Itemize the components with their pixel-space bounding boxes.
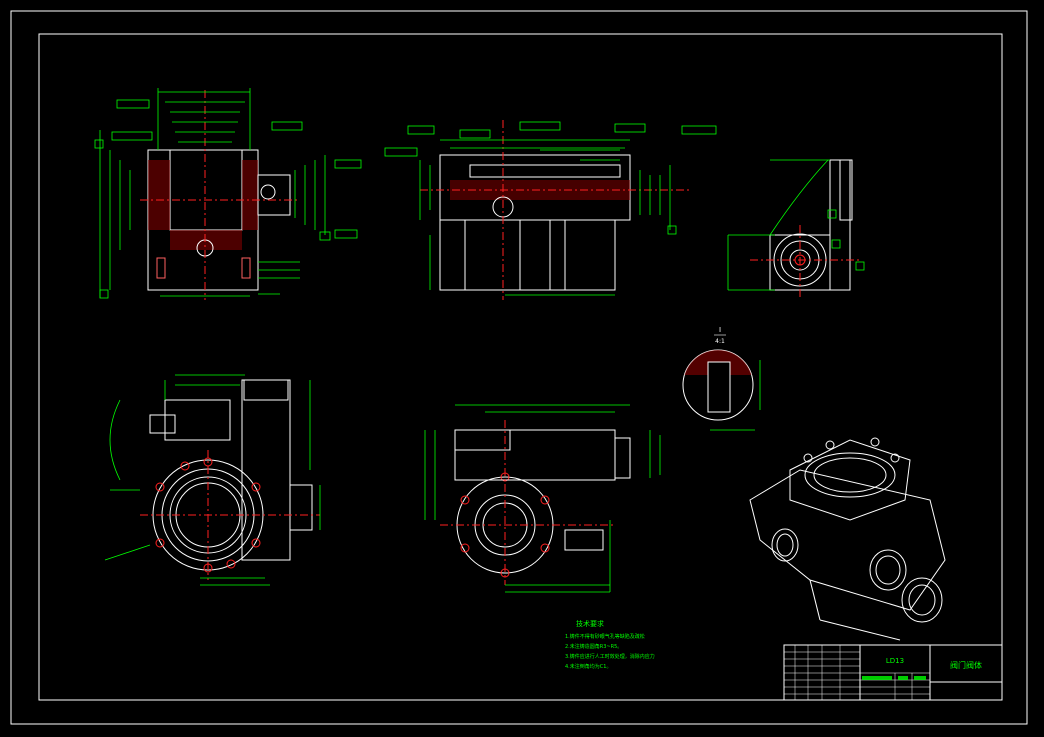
part-name: 阀门阀体 (950, 660, 982, 670)
notes-line-4: 4.未注倒角均为C1。 (565, 663, 611, 670)
notes-line-3: 3.铸件应进行人工时效处理，消除内应力 (565, 653, 655, 660)
drawing-frame (38, 33, 1003, 701)
technical-notes: 技术要求 1.铸件不得有砂眼气孔等缺陷及疏松 2.未注铸造圆角R3~R5。 3.… (565, 619, 655, 670)
front-section-view (94, 88, 362, 300)
detail-scale: 4:1 (715, 338, 725, 345)
notes-line-1: 1.铸件不得有砂眼气孔等缺陷及疏松 (565, 633, 645, 640)
detail-label: I (719, 326, 721, 334)
notes-line-2: 2.未注铸造圆角R3~R5。 (565, 643, 622, 650)
detail-view-i: I 4:1 (682, 326, 761, 431)
outer-border (10, 10, 1028, 725)
bottom-middle-view (424, 404, 661, 593)
top-section-view (384, 120, 717, 300)
isometric-view (749, 437, 946, 641)
bottom-view (104, 374, 321, 586)
title-block: LD13 阀门阀体 (783, 644, 1003, 701)
side-view (727, 159, 865, 300)
drawing-number: LD13 (886, 657, 904, 665)
notes-heading: 技术要求 (576, 619, 604, 628)
